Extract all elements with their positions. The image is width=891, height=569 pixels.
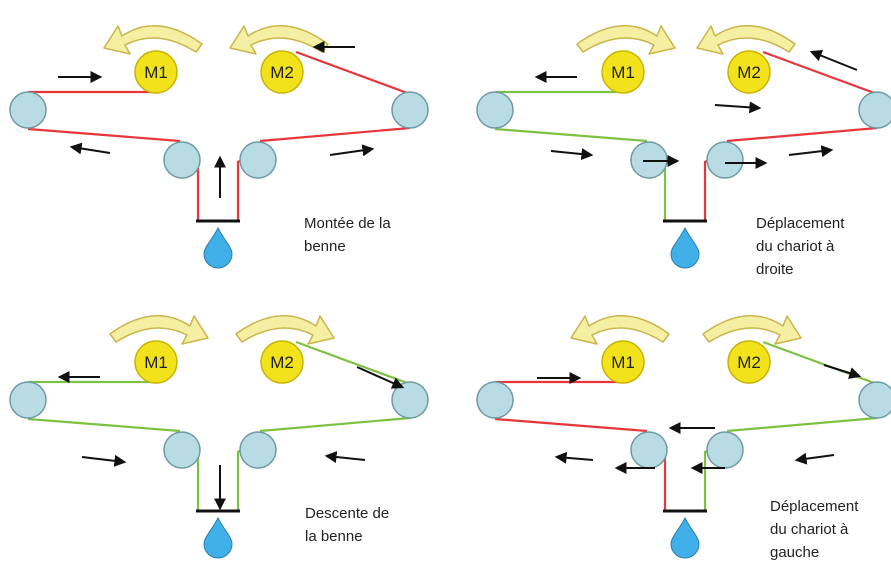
rotation-arrow-shape <box>109 315 209 345</box>
motor-m1 <box>601 340 645 384</box>
rotation-arrow-shape <box>229 25 329 55</box>
direction-arrow-icon <box>554 451 594 464</box>
cable-right-top <box>762 340 878 386</box>
cable-right-bottom <box>259 126 411 143</box>
caption-line: la benne <box>305 528 363 545</box>
direction-arrow-icon <box>81 454 127 467</box>
motor-label: M1 <box>611 63 635 82</box>
motor-label: M2 <box>270 353 294 372</box>
motor-m1 <box>134 50 178 94</box>
rotation-arrow-shape <box>576 25 676 55</box>
motor-label: M2 <box>737 63 761 82</box>
pulley-trolley-right <box>706 431 744 469</box>
direction-arrow-icon <box>329 144 375 157</box>
caption-line: Montée de la <box>304 215 391 232</box>
cable-left-bottom <box>27 127 181 143</box>
panel-gauche: M1 M2 <box>476 315 891 559</box>
pulley-trolley-right <box>239 431 277 469</box>
direction-arrow-icon <box>550 148 594 161</box>
bucket-drop-icon <box>670 516 700 559</box>
direction-arrow-icon <box>788 145 834 158</box>
motor-rotation-arrow-icon <box>103 25 203 55</box>
cable-left-bottom <box>27 417 181 433</box>
direction-arrow-icon <box>356 366 405 389</box>
panel-caption-droite: Déplacement du chariot à droite <box>756 212 844 281</box>
direction-arrow-icon <box>809 49 858 71</box>
pulley-trolley-right <box>239 141 277 179</box>
caption-line: du chariot à <box>756 238 835 255</box>
motor-label: M1 <box>144 353 168 372</box>
direction-arrow-icon <box>714 101 762 114</box>
motor-rotation-arrow-icon <box>570 315 670 345</box>
caption-line: gauche <box>770 544 820 561</box>
bucket-drop-icon <box>203 516 233 559</box>
panel-droite: M1 M2 <box>476 25 891 269</box>
pulley-trolley-left <box>630 431 668 469</box>
motor-rotation-arrow-icon <box>109 315 209 345</box>
caption-line: du chariot à <box>770 521 849 538</box>
pulley-right <box>858 381 891 419</box>
direction-arrow-icon <box>324 451 366 463</box>
motor-label: M1 <box>611 353 635 372</box>
pulley-trolley-left <box>163 141 201 179</box>
caption-line: Déplacement <box>756 215 845 232</box>
motor-m2 <box>727 340 771 384</box>
motor-label: M2 <box>270 63 294 82</box>
pulley-left <box>9 381 47 419</box>
motor-rotation-arrow-icon <box>235 315 335 345</box>
motor-m2 <box>260 50 304 94</box>
panel-caption-gauche: Déplacement du chariot à gauche <box>770 495 858 564</box>
rotation-arrow-shape <box>570 315 670 345</box>
rotation-arrow-shape <box>103 25 203 55</box>
motor-rotation-arrow-icon <box>696 25 796 55</box>
caption-line: Descente de <box>305 505 390 522</box>
cable-right-top <box>295 50 411 96</box>
cable-right-bottom <box>259 416 411 433</box>
bucket-drop-icon <box>203 226 233 269</box>
pulley-trolley-right <box>706 141 744 179</box>
pulley-trolley-left <box>163 431 201 469</box>
pulley-right <box>391 381 429 419</box>
panel-caption-montee: Montée de la benne <box>304 212 391 258</box>
caption-line: benne <box>304 238 346 255</box>
direction-arrow-icon <box>823 364 862 379</box>
bucket-drop-icon <box>670 226 700 269</box>
cable-right-bottom <box>726 126 878 143</box>
panel-caption-descente: Descente de la benne <box>305 502 389 548</box>
pulley-right <box>391 91 429 129</box>
motor-rotation-arrow-icon <box>702 315 802 345</box>
cable-right-bottom <box>726 416 878 433</box>
cable-right-top <box>295 340 411 386</box>
motor-m1 <box>601 50 645 94</box>
motor-label: M1 <box>144 63 168 82</box>
cable-right-top <box>762 50 878 96</box>
pulley-right <box>858 91 891 129</box>
rotation-arrow-shape <box>702 315 802 345</box>
cable-left-bottom <box>494 417 648 433</box>
motor-rotation-arrow-icon <box>576 25 676 55</box>
cable-left-bottom <box>494 127 648 143</box>
motor-m1 <box>134 340 178 384</box>
pulley-left <box>476 381 514 419</box>
rotation-arrow-shape <box>235 315 335 345</box>
motor-m2 <box>260 340 304 384</box>
direction-arrow-icon <box>794 452 835 465</box>
direction-arrow-icon <box>69 142 111 155</box>
rotation-arrow-shape <box>696 25 796 55</box>
motor-label: M2 <box>737 353 761 372</box>
caption-line: Déplacement <box>770 498 859 515</box>
pulley-left <box>9 91 47 129</box>
caption-line: droite <box>756 261 794 278</box>
panel-descente: M1 M2 <box>9 315 429 559</box>
motor-rotation-arrow-icon <box>229 25 329 55</box>
motor-m2 <box>727 50 771 94</box>
panel-montee: M1 M2 <box>9 25 429 269</box>
pulley-left <box>476 91 514 129</box>
